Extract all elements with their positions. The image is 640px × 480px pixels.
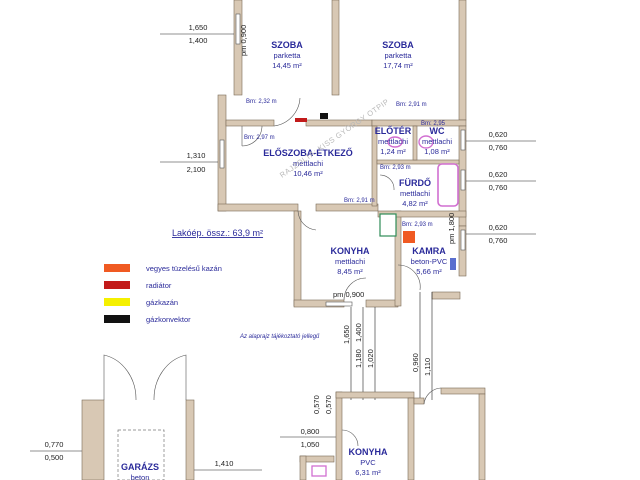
bm-label: Bm: 2,91 m: [344, 198, 375, 204]
room-area: 6,31 m²: [355, 468, 381, 477]
sink-icon: [387, 136, 403, 148]
room-material: mettlachi: [335, 257, 365, 266]
windows: [219, 13, 466, 307]
dim-top: 1,650: [189, 23, 208, 32]
dimensions-left: 1,650 1,400 1,310 2,100 0,770 0,500: [30, 23, 234, 462]
dim-bottom: 1,400: [189, 36, 208, 45]
dim-top: 0,620: [489, 223, 508, 232]
room-name: SZOBA: [271, 40, 303, 50]
dim-vertical: 1,400: [354, 323, 363, 342]
dim-top: 1,310: [187, 151, 206, 160]
legend-swatch: [104, 264, 130, 272]
dim-bottom: 1,050: [301, 440, 320, 449]
legend-swatch: [104, 298, 130, 306]
doors: [241, 97, 421, 301]
total-area-label: Lakóép. össz.: 63,9 m²: [172, 228, 263, 238]
room-area: 10,46 m²: [293, 169, 323, 178]
legend-label: gázkazán: [146, 298, 178, 307]
toilet-icon: [418, 135, 434, 149]
legend-label: gázkonvektor: [146, 315, 191, 324]
dim-bottom: 0,760: [489, 143, 508, 152]
room-material: parketta: [273, 51, 301, 60]
room-name: KONYHA: [330, 246, 370, 256]
house-walls: [217, 0, 467, 308]
room-area: 5,66 m²: [416, 267, 442, 276]
height-labels: Bm: 2,32 m Bm: 2,91 m Bm: 2,97 m Bm: 2,9…: [244, 99, 446, 228]
bm-label: Bm: 2,91 m: [396, 102, 427, 108]
room-area: 1,24 m²: [380, 147, 406, 156]
room-name: KONYHA: [348, 447, 388, 457]
room-material: mettlachi: [422, 137, 452, 146]
dim-vertical: 0,570: [312, 395, 321, 414]
convector-icon: [320, 113, 328, 119]
dim-vertical: 0,960: [411, 353, 420, 372]
pm-label: pm 0,900: [239, 25, 248, 56]
legend-swatch: [104, 315, 130, 323]
dim-top: 1,410: [215, 459, 234, 468]
bm-label: Bm: 2,32 m: [246, 99, 277, 105]
dim-vertical: 0,570: [324, 395, 333, 414]
room-material: PVC: [360, 458, 376, 467]
legend-label: vegyes tüzelésű kazán: [146, 264, 222, 273]
room-area: 8,45 m²: [337, 267, 363, 276]
dim-top: 0,620: [489, 130, 508, 139]
bm-label: Bm: 2,97 m: [244, 135, 275, 141]
room-name: ELŐTÉR: [375, 125, 412, 136]
dim-bottom: 2,100: [187, 165, 206, 174]
room-area: 4,82 m²: [402, 199, 428, 208]
dimensions-right: 0,620 0,760 0,620 0,760 0,620 0,760: [466, 130, 536, 245]
room-material: mettlachi: [400, 189, 430, 198]
room-name: WC: [430, 126, 445, 136]
room-material: parketta: [384, 51, 412, 60]
room-material: mettlachi: [378, 137, 408, 146]
dim-vertical: 1,110: [423, 358, 432, 376]
radiator-icon: [295, 118, 307, 122]
legend-swatch: [104, 281, 130, 289]
room-material: mettlachi: [293, 159, 323, 168]
dim-vertical: 1,020: [366, 349, 375, 368]
room-name: GARÁZS: [121, 462, 159, 472]
pm-label: pm 1,800: [447, 213, 456, 244]
bm-label: Bm: 2,93 m: [380, 165, 411, 171]
bm-label: Bm: 2,95: [421, 121, 446, 127]
room-name: SZOBA: [382, 40, 414, 50]
room-area: 1,08 m²: [424, 147, 450, 156]
room-name: ELŐSZOBA-ÉTKEZŐ: [263, 147, 353, 158]
disclaimer-note: Az alaprajz tájékoztató jellegű: [239, 334, 320, 340]
dim-bottom: 0,760: [489, 183, 508, 192]
boiler-icon: [403, 231, 415, 243]
meter-icon: [450, 258, 456, 270]
room-labels: SZOBA parketta 14,45 m² SZOBA parketta 1…: [121, 40, 452, 480]
bathroom-fixtures: [295, 113, 459, 270]
bm-label: Bm: 2,93 m: [402, 222, 433, 228]
dim-vertical: 1,180: [354, 349, 363, 368]
bathtub-icon: [437, 163, 459, 207]
dim-top: 0,800: [301, 427, 320, 436]
room-name: FÜRDŐ: [399, 177, 431, 188]
room-area: 14,45 m²: [272, 61, 302, 70]
legend-label: radiátor: [146, 281, 172, 290]
dim-bottom: 0,500: [45, 453, 64, 462]
room-material: beton: [131, 473, 150, 480]
room-area: 17,74 m²: [383, 61, 413, 70]
room-material: beton-PVC: [411, 257, 448, 266]
dim-top: 0,620: [489, 170, 508, 179]
dim-bottom: 0,760: [489, 236, 508, 245]
lower-building-walls: [81, 354, 486, 480]
dim-top: 0,770: [45, 440, 64, 449]
dim-vertical: 1,650: [342, 325, 351, 344]
pm-label: pm 0,900: [333, 290, 364, 299]
stove-outline-icon: [379, 213, 397, 237]
dimensions-misc: pm 0,900 pm 0,900 pm 1,800 1,650 1,180 1…: [192, 25, 456, 471]
room-name: KAMRA: [412, 246, 446, 256]
legend: vegyes tüzelésű kazán radiátor gázkazán …: [104, 264, 222, 324]
